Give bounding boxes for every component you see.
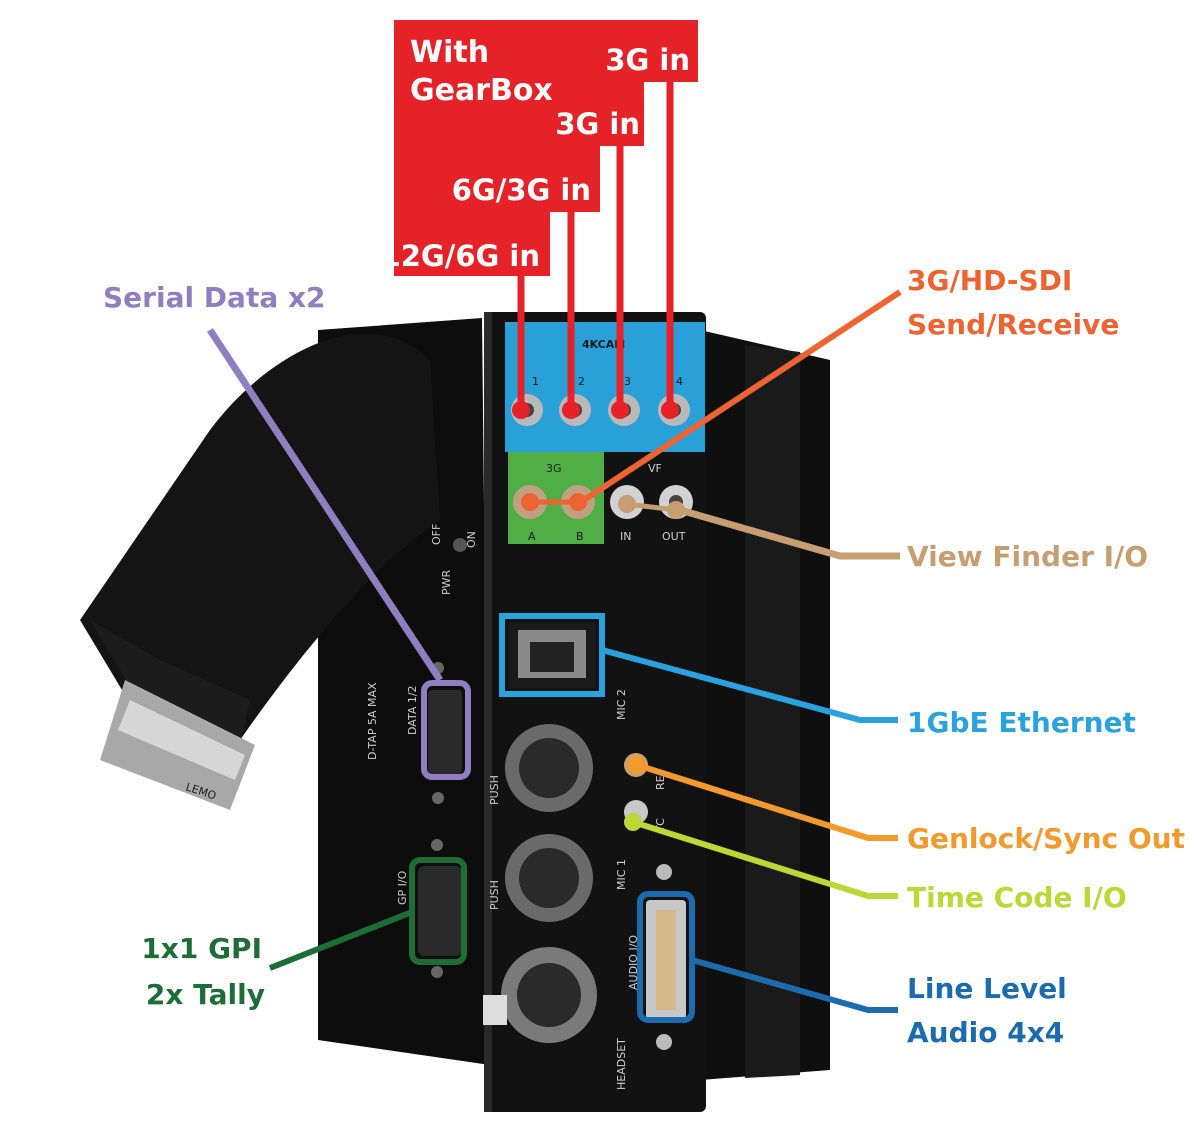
genlock-label: Genlock/Sync Out	[907, 822, 1185, 855]
sdi-leader	[576, 289, 902, 507]
sdi-a-label: A	[528, 530, 536, 543]
audio-leader	[691, 957, 898, 1013]
power-switch	[453, 538, 467, 552]
ethernet-socket	[530, 642, 574, 672]
timecode-label: Time Code I/O	[907, 881, 1127, 914]
gearbox-input-1: 12G/6G in	[381, 239, 540, 273]
vf-in-label: IN	[620, 530, 631, 543]
headset-latch	[483, 995, 507, 1025]
vf-out-label: OUT	[662, 530, 686, 543]
headset-label: HEADSET	[615, 1038, 628, 1090]
vf-link	[626, 501, 677, 513]
serial-leader	[207, 328, 443, 682]
vf-dot-out	[667, 501, 685, 519]
serial-highlight	[421, 680, 471, 780]
screw-icon	[432, 792, 444, 804]
gpio-port	[418, 866, 462, 956]
viewfinder-leader	[679, 506, 900, 560]
vf-group-label: VF	[648, 462, 662, 475]
gearbox-title-1: With	[410, 35, 489, 70]
sdi-b-label: B	[576, 530, 584, 543]
screw-icon	[431, 839, 443, 851]
gearbox-input-4: 3G in	[605, 43, 690, 77]
audio-io-label: AUDIO I/O	[627, 935, 640, 990]
off-label: OFF	[430, 524, 443, 545]
serial-port	[428, 690, 462, 774]
pwr-label: PWR	[440, 569, 453, 595]
on-label: ON	[465, 531, 478, 548]
ethernet-highlight	[499, 613, 605, 697]
serial-label: Serial Data x2	[103, 281, 326, 314]
mic1-label: MIC 1	[615, 859, 628, 890]
bnc-num-4: 4	[676, 375, 683, 388]
ethernet-label: 1GbE Ethernet	[907, 706, 1136, 739]
fin-ridge	[745, 345, 800, 1078]
bnc-num-1: 1	[532, 375, 539, 388]
bnc-num-3: 3	[624, 375, 631, 388]
gearbox-leader-dots	[512, 401, 679, 419]
push1-label: PUSH	[488, 775, 501, 805]
push2-label: PUSH	[488, 880, 501, 910]
gearbox-title-2: GearBox	[410, 73, 553, 108]
gpio-highlight	[409, 857, 467, 965]
screw-icon	[656, 1034, 672, 1050]
screw-icon	[656, 864, 672, 880]
gpio-leader	[268, 909, 414, 971]
dtap-label: D-TAP 5A MAX	[366, 682, 379, 760]
gearbox-box	[394, 20, 698, 276]
audio-label-1: Line Level	[907, 972, 1067, 1005]
mic2-inner	[519, 738, 579, 798]
audio-io-pins	[656, 910, 676, 1010]
sdi-group-label: 3G	[546, 462, 562, 475]
mic1-inner	[519, 848, 579, 908]
panel-title: 4KCAM	[582, 338, 625, 351]
audio-label-2: Audio 4x4	[907, 1016, 1064, 1049]
gpi-label-2: 2x Tally	[146, 978, 265, 1011]
sdi-label-1: 3G/HD-SDI	[907, 264, 1072, 297]
ethernet-leader	[601, 647, 898, 723]
data-label: DATA 1/2	[406, 685, 419, 735]
gearbox-leaders	[517, 76, 674, 408]
headset-inner	[517, 963, 581, 1027]
handle-shade	[90, 620, 250, 745]
sdi-label-2: Send/Receive	[907, 308, 1119, 341]
screw-icon	[431, 966, 443, 978]
timecode-leader	[632, 819, 898, 899]
lens-highlight	[118, 700, 245, 780]
handle-arm	[80, 333, 440, 740]
audio-highlight	[637, 891, 695, 1023]
genlock-leader	[636, 762, 898, 841]
gpi-label-1: 1x1 GPI	[141, 932, 262, 965]
mic2-label: MIC 2	[615, 689, 628, 720]
camera-device: LEMO 4KCAM 1 2 3 4 3G A B VF IN OUT	[80, 312, 830, 1112]
gp-label: GP I/O	[396, 870, 409, 905]
viewfinder-label: View Finder I/O	[907, 540, 1148, 573]
gearbox-input-2: 6G/3G in	[452, 173, 591, 207]
panel-edge	[484, 312, 492, 1112]
gearbox-input-3: 3G in	[555, 107, 640, 141]
bnc-num-2: 2	[578, 375, 585, 388]
